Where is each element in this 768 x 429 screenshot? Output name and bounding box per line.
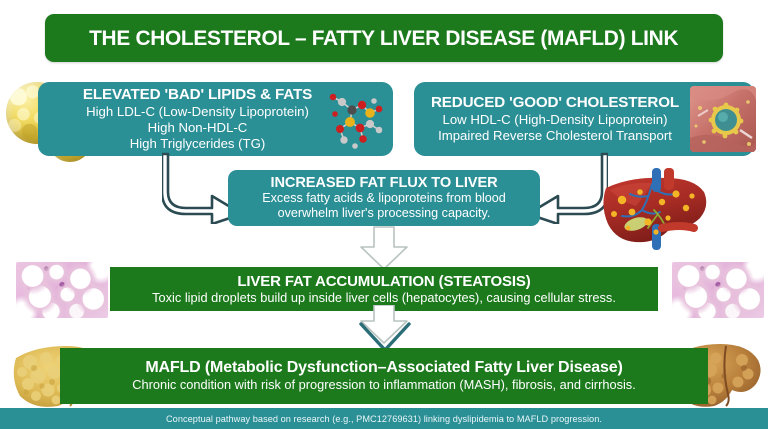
good-cholesterol-line-1: Low HDL-C (High-Density Lipoprotein)	[442, 112, 668, 128]
footer-caption: Conceptual pathway based on research (e.…	[166, 413, 602, 424]
cholesterol-molecule-image	[329, 93, 383, 149]
fat-flux-heading: INCREASED FAT FLUX TO LIVER	[270, 174, 498, 191]
liver-anatomy-image	[603, 168, 707, 250]
hdl-particle-in-vessel-image	[690, 86, 756, 152]
fat-flux-line-2: overwhelm liver's processing capacity.	[277, 206, 491, 220]
bad-lipids-line-3: High Triglycerides (TG)	[129, 135, 266, 151]
arrow-down-to-mafld	[360, 305, 408, 344]
mafld-heading: MAFLD (Metabolic Dysfunction–Associated …	[145, 359, 623, 376]
steatosis-heading: LIVER FAT ACCUMULATION (STEATOSIS)	[237, 272, 531, 290]
fat-flux-box: INCREASED FAT FLUX TO LIVER Excess fatty…	[228, 170, 540, 226]
steatosis-line-1: Toxic lipid droplets build up inside liv…	[152, 289, 616, 305]
bad-lipids-line-1: High LDL-C (Low-Density Lipoprotein)	[86, 104, 309, 120]
bad-lipids-box: ELEVATED 'BAD' LIPIDS & FATS High LDL-C …	[38, 82, 393, 156]
steatosis-band: LIVER FAT ACCUMULATION (STEATOSIS) Toxic…	[110, 267, 658, 311]
page-title: THE CHOLESTEROL – FATTY LIVER DISEASE (M…	[89, 25, 679, 50]
mafld-line-1: Chronic condition with risk of progressi…	[132, 377, 636, 392]
good-cholesterol-heading: REDUCED 'GOOD' CHOLESTEROL	[430, 94, 680, 112]
bad-lipids-line-2: High Non-HDL-C	[147, 120, 248, 136]
good-cholesterol-line-2: Impaired Reverse Cholesterol Transport	[438, 127, 672, 143]
main-title-banner: THE CHOLESTEROL – FATTY LIVER DISEASE (M…	[45, 14, 723, 62]
curved-arrow-down-right	[162, 152, 244, 224]
footer-bar: Conceptual pathway based on research (e.…	[0, 408, 768, 429]
arrow-down-to-steatosis	[360, 226, 408, 270]
liver-histology-slide-image-right	[672, 262, 764, 318]
fat-flux-line-1: Excess fatty acids & lipoproteins from b…	[262, 190, 506, 205]
mafld-band: MAFLD (Metabolic Dysfunction–Associated …	[60, 348, 708, 404]
liver-histology-slide-image-left	[16, 262, 108, 318]
bad-lipids-heading: ELEVATED 'BAD' LIPIDS & FATS	[82, 86, 313, 104]
